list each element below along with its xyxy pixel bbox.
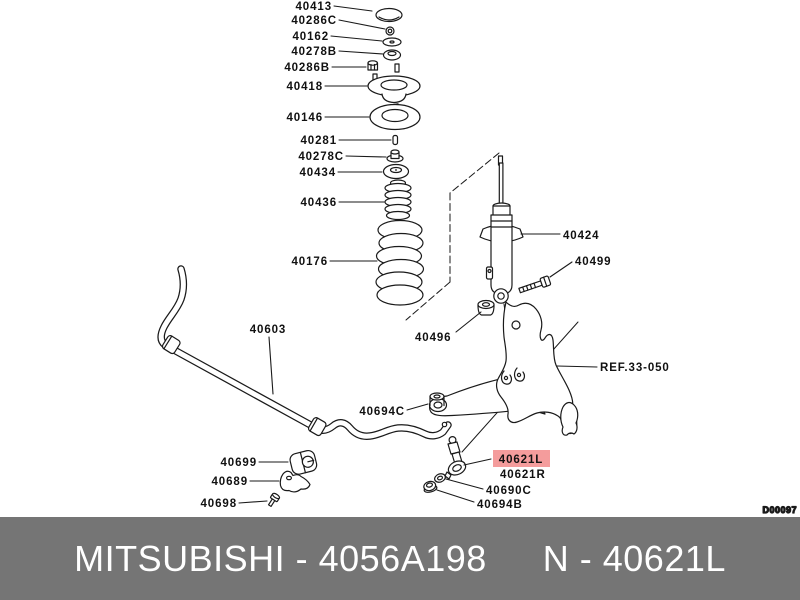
part-label-40698[interactable]: 40698 (201, 498, 237, 510)
bushing-40699 (289, 449, 318, 475)
spring-seat-40146 (369, 103, 421, 131)
top-mount-stack (367, 7, 425, 306)
drawing-code: D00097 (762, 505, 797, 515)
stabilizer-bar-40603 (157, 265, 452, 440)
leader-line-40694B (436, 489, 475, 503)
leader-line-40698 (238, 500, 268, 504)
part-label-40499[interactable]: 40499 (575, 256, 611, 268)
strut-mount-40418 (367, 63, 421, 104)
bar-bushing-left (161, 335, 181, 355)
bushing-40694C (429, 392, 445, 407)
footer-part-number: N - 40621L (542, 537, 726, 579)
part-label-40434[interactable]: 40434 (300, 167, 336, 179)
nut-40278C (386, 149, 404, 163)
part-label-40694B[interactable]: 40694B (477, 499, 523, 511)
footer-brand-part: MITSUBISHI - 4056A198 (74, 537, 487, 579)
washer-40690C (434, 473, 446, 483)
part-label-40278B[interactable]: 40278B (291, 46, 337, 58)
leader-line-40278C (345, 155, 387, 158)
part-label-40286B[interactable]: 40286B (284, 62, 330, 74)
part-label-40278C[interactable]: 40278C (298, 151, 344, 163)
knuckle-ear-left (500, 370, 512, 385)
dust-boot-40436 (384, 179, 412, 221)
bolt-40698 (267, 492, 281, 508)
part-label-40162[interactable]: 40162 (293, 31, 329, 43)
knuckle-ear-right (513, 367, 525, 382)
part-label-40694C[interactable]: 40694C (359, 406, 405, 418)
leader-line-40413 (333, 5, 373, 12)
part-label-40603[interactable]: 40603 (250, 324, 286, 336)
part-label-REF.33-050[interactable]: REF.33-050 (600, 362, 670, 374)
bracket-40689 (279, 470, 311, 493)
leader-line-40690C (445, 478, 484, 490)
leader-line-40621L (463, 458, 492, 466)
part-label-40413[interactable]: 40413 (296, 1, 332, 13)
footer-bar: MITSUBISHI - 4056A198 N - 40621L (0, 517, 800, 600)
washer-40162 (382, 37, 402, 47)
part-label-40496[interactable]: 40496 (415, 332, 451, 344)
coil-spring-40176 (375, 219, 425, 306)
leader-line-REF.33-050 (556, 365, 598, 368)
part-label-40286C[interactable]: 40286C (291, 15, 337, 27)
part-label-40690C[interactable]: 40690C (486, 485, 532, 497)
leader-line-40694C (406, 403, 429, 411)
part-label-40176[interactable]: 40176 (292, 256, 328, 268)
leader-line-40278B (338, 50, 384, 55)
nut-40286B (367, 60, 379, 71)
part-label-40621L[interactable]: 40621L (499, 454, 543, 466)
leader-lines (238, 5, 598, 504)
nut-40286C (385, 26, 395, 36)
part-label-40424[interactable]: 40424 (563, 230, 599, 242)
bar-bushing-right (307, 417, 327, 437)
leader-line-40162 (330, 35, 383, 42)
knuckle-hole (511, 320, 521, 330)
part-label-40146[interactable]: 40146 (287, 112, 323, 124)
stabilizer-link-40621 (444, 436, 467, 480)
highlight-box-40621L (493, 450, 550, 467)
part-label-40699[interactable]: 40699 (221, 457, 257, 469)
part-label-40621R[interactable]: 40621R (500, 469, 546, 481)
leader-line-40603 (268, 336, 274, 395)
part-label-40689[interactable]: 40689 (212, 476, 248, 488)
nut-40694B (423, 480, 438, 493)
part-labels: 40413 40286C 40162 40278B 40286B 40418 40146 40… (201, 1, 670, 511)
leader-line-40286C (338, 19, 386, 30)
bar-end-hole (441, 421, 448, 428)
pin-40281 (392, 134, 399, 146)
ball-joint-lobe (560, 401, 579, 436)
bump-stop-40434 (382, 163, 410, 180)
leader-line-40496 (455, 311, 482, 333)
shock-absorber-40424 (479, 155, 524, 304)
part-label-40436[interactable]: 40436 (301, 197, 337, 209)
strut-lower-eye (493, 288, 509, 304)
part-label-40418[interactable]: 40418 (287, 81, 323, 93)
bolt-40499 (518, 275, 552, 294)
leader-line-40499 (549, 261, 573, 278)
bushing-40496 (477, 299, 495, 316)
knuckle-ref-33-050 (495, 301, 579, 436)
part-label-40281[interactable]: 40281 (301, 135, 337, 147)
